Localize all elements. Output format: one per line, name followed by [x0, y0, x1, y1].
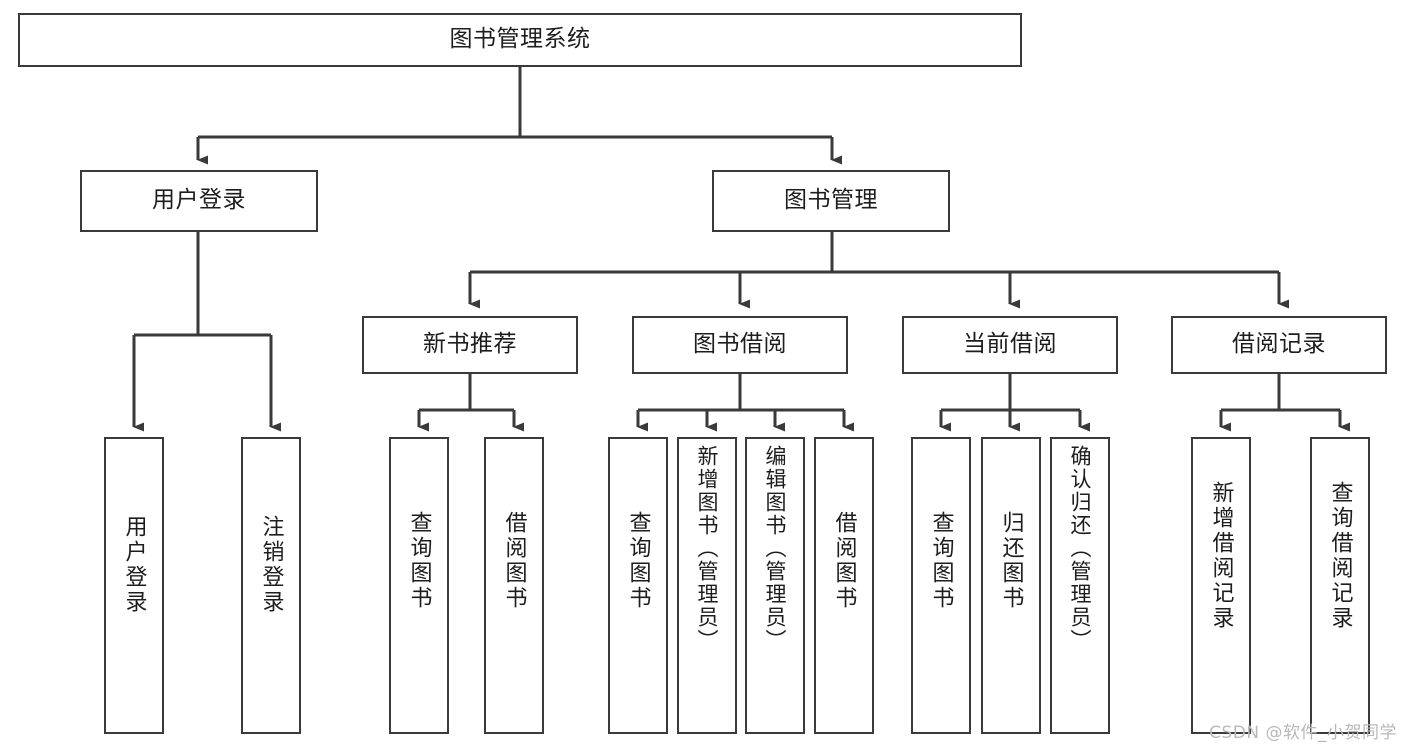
node-label: 用户登录: [121, 515, 147, 615]
node-label: 图书借阅: [693, 331, 787, 358]
node-book-management[interactable]: 图书管理: [712, 170, 950, 232]
node-user-login[interactable]: 用户登录: [80, 170, 318, 232]
node-root-system[interactable]: 图书管理系统: [18, 13, 1022, 67]
leaf-borrow-borrow-book[interactable]: 借阅图书: [814, 437, 874, 734]
leaf-new-book-query[interactable]: 查询图书: [389, 437, 449, 734]
node-new-book-recommend[interactable]: 新书推荐: [362, 316, 578, 374]
leaf-user-login-logout[interactable]: 注销登录: [241, 437, 301, 734]
node-label: 注销登录: [258, 515, 284, 615]
leaf-borrow-add-book-admin[interactable]: 新增图书（管理员）: [677, 437, 737, 734]
node-label: 用户登录: [152, 187, 246, 214]
node-label: 图书管理: [784, 187, 878, 214]
csdn-watermark: CSDN @软件_小贺同学: [1209, 723, 1397, 743]
node-label: 查询图书: [406, 511, 432, 611]
node-label: 新增借阅记录: [1208, 481, 1234, 631]
node-label: 编辑图书（管理员）: [763, 445, 788, 652]
node-current-borrow[interactable]: 当前借阅: [902, 316, 1118, 374]
node-label: 借阅图书: [501, 511, 527, 611]
node-label: 查询图书: [625, 511, 651, 611]
leaf-current-confirm-return-admin[interactable]: 确认归还（管理员）: [1050, 437, 1110, 734]
leaf-record-query-record[interactable]: 查询借阅记录: [1310, 437, 1370, 734]
leaf-borrow-edit-book-admin[interactable]: 编辑图书（管理员）: [745, 437, 805, 734]
leaf-borrow-query-book[interactable]: 查询图书: [608, 437, 668, 734]
node-borrow-record[interactable]: 借阅记录: [1171, 316, 1387, 374]
node-label: 图书管理系统: [449, 26, 591, 53]
node-label: 查询借阅记录: [1327, 481, 1353, 631]
node-label: 新书推荐: [423, 331, 517, 358]
leaf-current-query-book[interactable]: 查询图书: [911, 437, 971, 734]
node-label: 借阅记录: [1232, 331, 1326, 358]
leaf-record-add-record[interactable]: 新增借阅记录: [1191, 437, 1251, 734]
node-label: 借阅图书: [831, 511, 857, 611]
node-label: 新增图书（管理员）: [695, 445, 720, 652]
node-label: 确认归还（管理员）: [1068, 445, 1093, 652]
node-label: 归还图书: [998, 511, 1024, 611]
node-label: 当前借阅: [963, 331, 1057, 358]
leaf-new-book-borrow[interactable]: 借阅图书: [484, 437, 544, 734]
leaf-current-return-book[interactable]: 归还图书: [981, 437, 1041, 734]
node-book-borrow[interactable]: 图书借阅: [632, 316, 848, 374]
node-label: 查询图书: [928, 511, 954, 611]
leaf-user-login-login[interactable]: 用户登录: [104, 437, 164, 734]
